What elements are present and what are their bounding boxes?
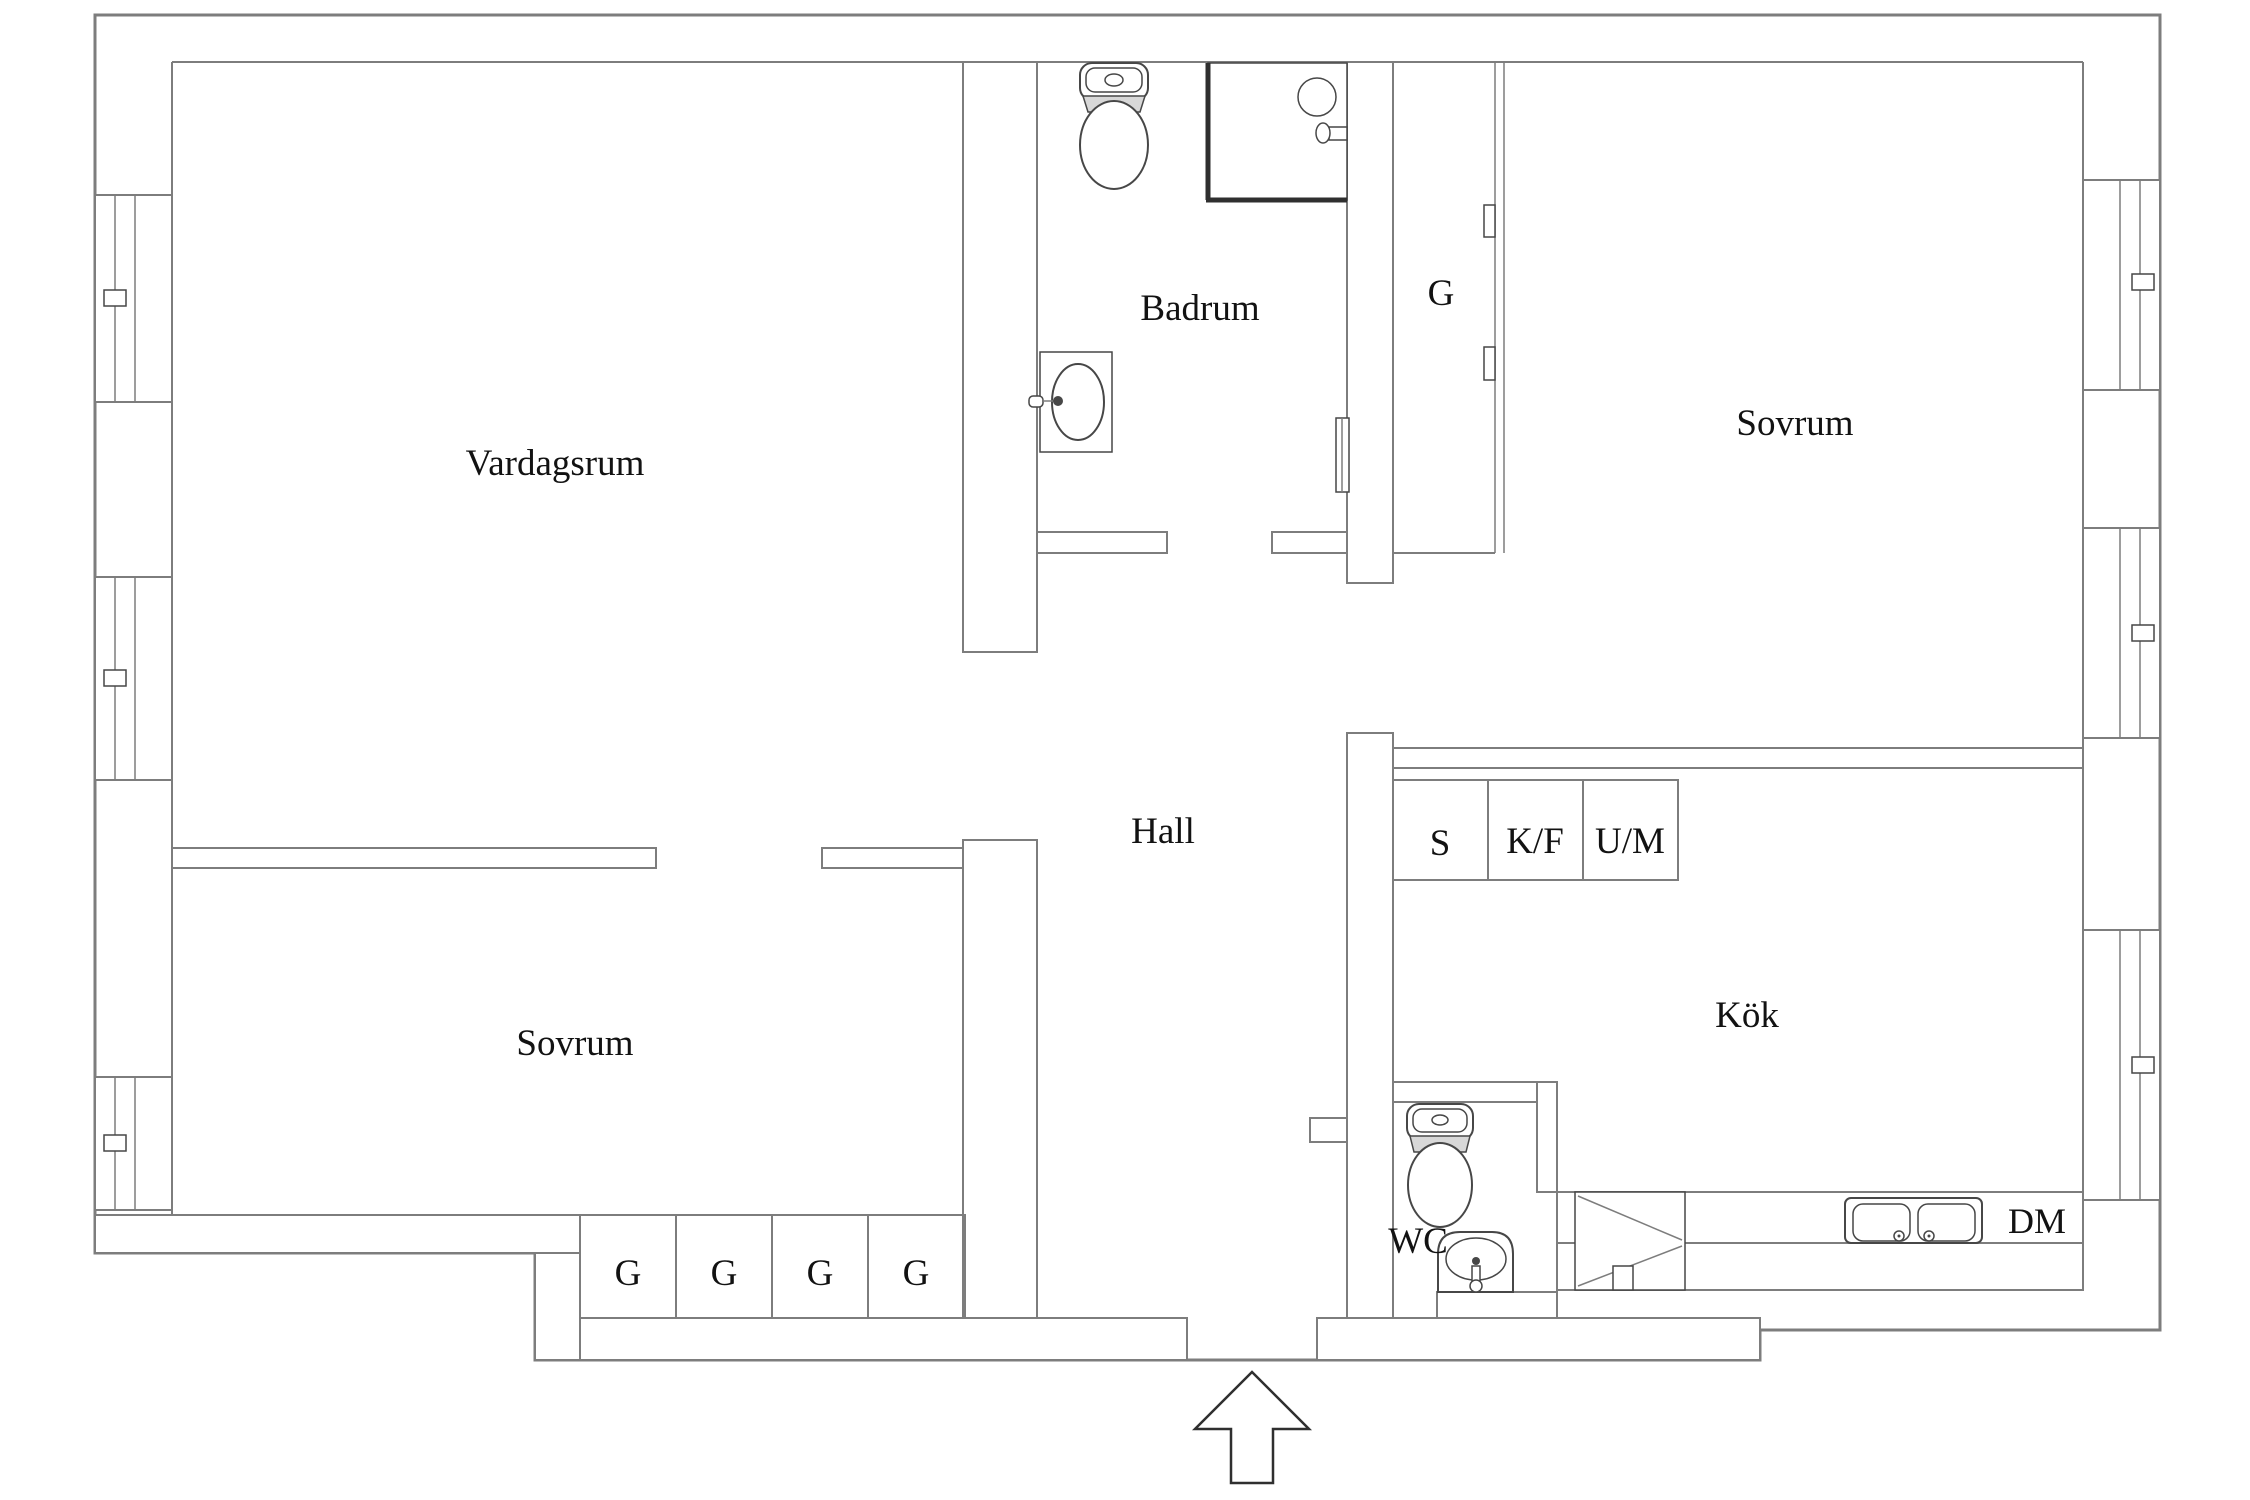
- badrum-toilet-icon: [1079, 62, 1149, 190]
- wall-bottom-band-east: [1316, 1317, 1761, 1361]
- wardrobe-label: G: [711, 1253, 738, 1294]
- wall-vardagsrum-east-lower: [962, 839, 1038, 1319]
- wardrobe-label: G: [807, 1253, 834, 1294]
- wall-wc-east: [1536, 1081, 1558, 1193]
- wall-badrum-south-right: [1271, 531, 1349, 554]
- window-icon: [94, 576, 173, 781]
- shower-icon: [1205, 62, 1348, 203]
- kitchen-unit-label-kf: K/F: [1506, 821, 1564, 862]
- window-icon: [94, 1076, 173, 1211]
- wardrobe-label-top: G: [1428, 273, 1455, 314]
- outer-wall-outline: [93, 13, 2162, 1362]
- wall-sovrum-sw-north-left: [171, 847, 657, 869]
- room-label-badrum: Badrum: [1140, 288, 1259, 329]
- wall-hall-stub: [1309, 1117, 1348, 1143]
- room-labels: Vardagsrum Badrum G Sovrum Hall Sovrum K…: [466, 273, 1854, 1262]
- wardrobe-top-unit: [1393, 62, 1505, 554]
- room-label-vardagsrum: Vardagsrum: [466, 443, 645, 484]
- room-label-hall: Hall: [1131, 811, 1195, 852]
- kitchen-cabinet-row: [1392, 779, 1679, 881]
- radiator-icon: [1335, 417, 1350, 493]
- wall-hall-east: [1346, 732, 1394, 1319]
- wall-sovrum-ne-south: [1392, 747, 2084, 769]
- windows-right: [2082, 179, 2161, 1201]
- wardrobe-sliding-door-icon: [1494, 62, 1505, 553]
- room-label-sovrum-ne: Sovrum: [1736, 403, 1853, 444]
- room-label-wc: WC: [1388, 1221, 1448, 1262]
- wc-toilet-icon: [1406, 1103, 1474, 1228]
- badrum-sink-icon: [1028, 351, 1113, 453]
- wall-bottom-left: [94, 1214, 581, 1254]
- wc-sink-icon: [1437, 1231, 1514, 1293]
- windows-left: [94, 194, 173, 1211]
- counter-front-band: [1556, 1242, 2084, 1291]
- room-label-sovrum-sw: Sovrum: [516, 1023, 633, 1064]
- wall-vardagsrum-east-upper: [962, 61, 1038, 653]
- wall-sovrum-sw-north-right: [821, 847, 964, 869]
- wall-wc-north: [1392, 1081, 1558, 1103]
- window-icon: [2082, 179, 2161, 391]
- wall-badrum-east: [1346, 61, 1394, 584]
- kitchen-unit-label-s: S: [1430, 823, 1451, 864]
- wall-wc-south: [1436, 1291, 1558, 1319]
- interior-walls: [94, 61, 2084, 1361]
- wardrobe-row-unit: [579, 1214, 966, 1319]
- entrance-arrow-icon: [1191, 1370, 1313, 1485]
- window-icon: [94, 194, 173, 403]
- wardrobe-label: G: [903, 1253, 930, 1294]
- room-label-kok: Kök: [1715, 995, 1779, 1036]
- kitchen-unit-label-um: U/M: [1595, 821, 1665, 862]
- inner-wall-lines: [171, 61, 2084, 1290]
- window-icon: [2082, 527, 2161, 739]
- wardrobe-label: G: [615, 1253, 642, 1294]
- kitchen-sink-icon: [1844, 1197, 1983, 1244]
- wall-bottom-step: [534, 1252, 581, 1361]
- unit-labels: S K/F U/M DM G G G G: [615, 821, 2066, 1294]
- wall-badrum-south-left: [1036, 531, 1168, 554]
- dishwasher-label: DM: [2008, 1201, 2066, 1241]
- stove-icon: [1574, 1191, 1686, 1291]
- wall-bottom-band-west: [579, 1317, 1188, 1361]
- window-icon: [2082, 929, 2161, 1201]
